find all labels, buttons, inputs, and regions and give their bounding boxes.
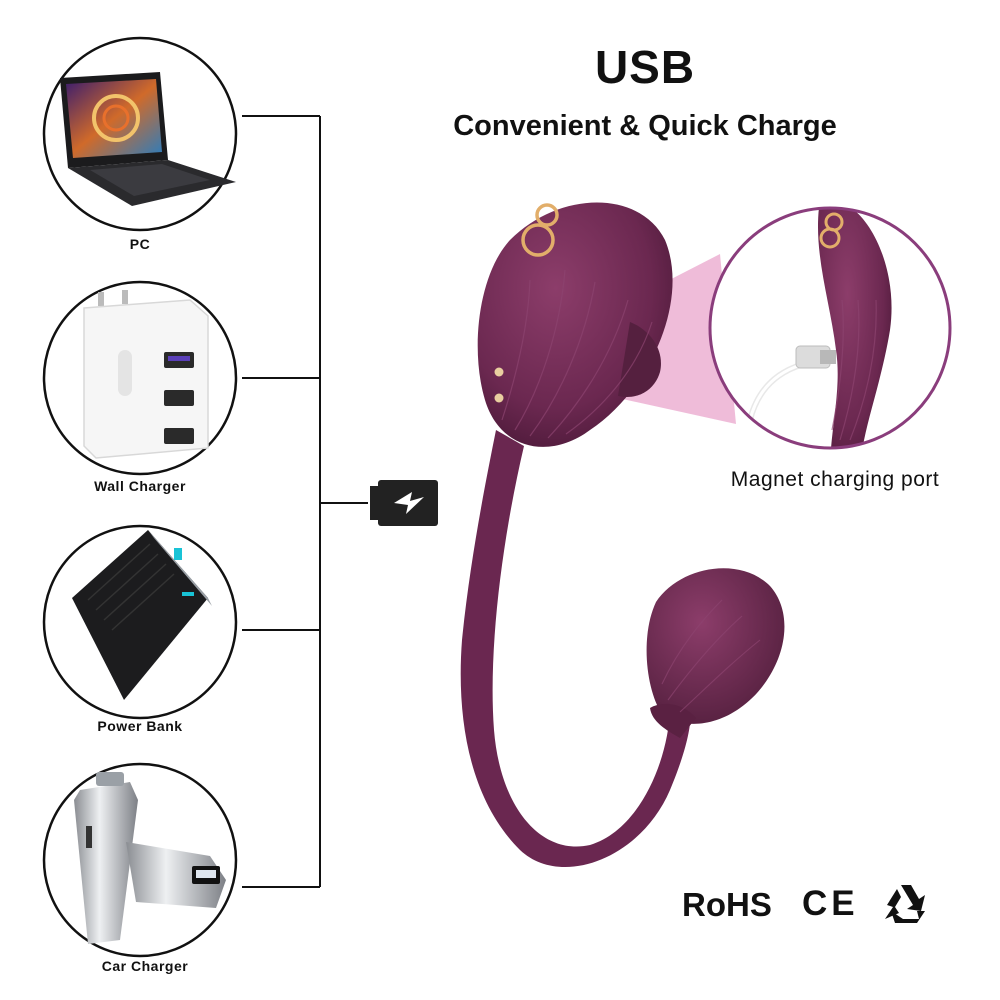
page-title: USB [594, 41, 696, 93]
rohs-mark: RoHS [682, 886, 772, 923]
source-circle-power-bank [42, 524, 238, 720]
device-illustration [460, 202, 785, 868]
wall-charger-icon [83, 290, 209, 459]
battery-charging-icon [370, 480, 438, 526]
source-label-pc: PC [129, 236, 151, 252]
magnet-port-label: Magnet charging port [730, 468, 940, 491]
source-label-power-bank: Power Bank [97, 718, 183, 734]
source-circle-wall-charger [42, 280, 238, 476]
laptop-icon [60, 72, 236, 206]
source-circle-pc [42, 36, 238, 232]
source-label-car-charger: Car Charger [101, 958, 189, 974]
ce-mark: CE [802, 884, 859, 923]
page-subtitle: Convenient & Quick Charge [453, 110, 837, 142]
magnet-port-zoom [708, 206, 952, 450]
connector-lines [242, 115, 368, 888]
recycle-icon [885, 885, 925, 923]
power-bank-icon [72, 530, 212, 700]
source-label-wall-charger: Wall Charger [94, 478, 186, 494]
source-circle-car-charger [42, 762, 238, 958]
charge-contact-icon [494, 367, 504, 377]
device-logo-icon [521, 203, 559, 257]
car-charger-icon [74, 772, 226, 944]
